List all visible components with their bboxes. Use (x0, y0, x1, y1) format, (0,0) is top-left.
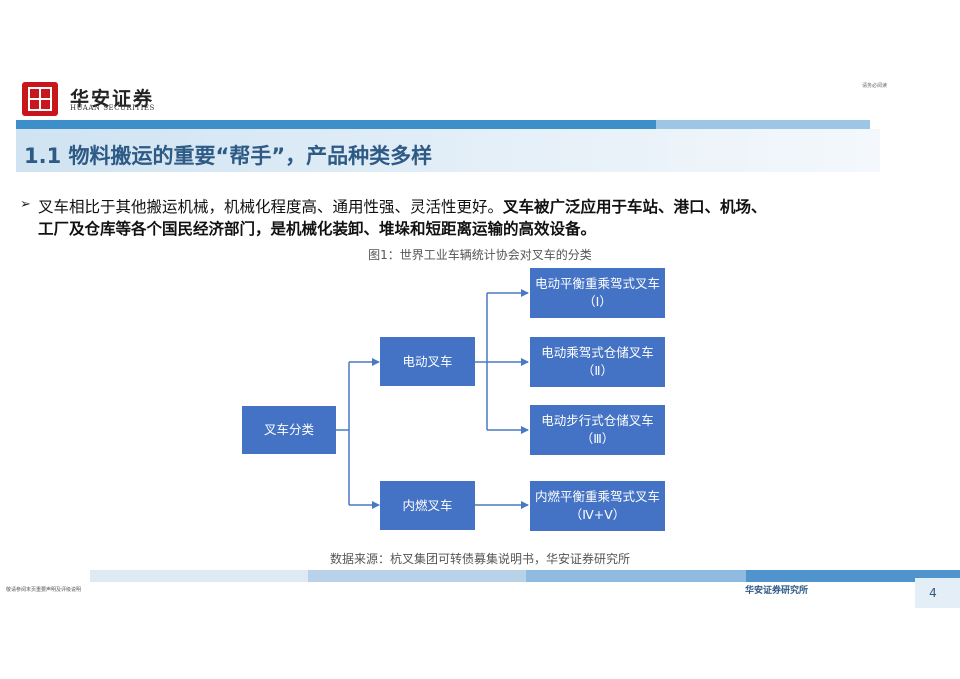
paragraph-line-2: 工厂及仓库等各个国民经济部门，是机械化装卸、堆垛和短距离运输的高效设备。 (38, 220, 597, 238)
footer-band-3 (526, 570, 746, 582)
node-class-4: 内燃平衡重乘驾式叉车 （Ⅳ+Ⅴ） (530, 481, 665, 531)
node-class-2-code: （Ⅱ） (581, 363, 614, 378)
paragraph-text-normal: 叉车相比于其他搬运机械，机械化程度高、通用性强、灵活性更好。 (38, 198, 504, 216)
title-accent-bar (16, 120, 656, 129)
node-ice-label: 内燃叉车 (402, 497, 453, 513)
title-band (16, 129, 880, 172)
page-number: 4 (929, 586, 937, 600)
node-class-1-code: （Ⅰ） (583, 294, 612, 309)
node-class-1-name: 电动平衡重乘驾式叉车 (534, 276, 660, 291)
node-ice: 内燃叉车 (380, 481, 475, 530)
bullet-arrow-icon: ➢ (20, 197, 31, 212)
title-accent-bar-light (656, 120, 870, 129)
node-electric-label: 电动叉车 (402, 353, 453, 369)
paragraph-line-1: 叉车相比于其他搬运机械，机械化程度高、通用性强、灵活性更好。叉车被广泛应用于车站… (38, 195, 767, 217)
figure-source: 数据来源：杭叉集团可转债募集说明书，华安证券研究所 (329, 552, 630, 566)
node-class-2-name: 电动乘驾式仓储叉车 (541, 345, 654, 360)
footer-institute: 华安证券研究所 (745, 586, 809, 596)
node-class-3-name: 电动步行式仓储叉车 (541, 413, 654, 428)
node-class-2: 电动乘驾式仓储叉车 （Ⅱ） (530, 337, 665, 387)
node-root-label: 叉车分类 (263, 422, 314, 437)
footer-disclaimer: 敬请参阅末页重要声明及评级说明 (6, 587, 82, 593)
brand-name-cn: 华安证券 (70, 88, 155, 110)
node-electric: 电动叉车 (380, 337, 475, 386)
page-number-box (915, 578, 960, 608)
footer-band-1 (90, 570, 308, 582)
node-class-1: 电动平衡重乘驾式叉车 （Ⅰ） (530, 268, 665, 318)
footer-band-2 (308, 570, 526, 582)
node-class-4-name: 内燃平衡重乘驾式叉车 (534, 489, 660, 504)
node-class-3-code: （Ⅲ） (580, 431, 615, 446)
node-class-4-code: （Ⅳ+Ⅴ） (569, 507, 626, 522)
seal-glyph-icon (28, 87, 52, 111)
node-root: 叉车分类 (242, 406, 336, 454)
brand-name-en: HUAAN SECURITIES (70, 104, 155, 112)
figure-caption: 图1：世界工业车辆统计协会对叉车的分类 (368, 248, 592, 262)
footer-band-4 (746, 570, 960, 582)
slide-title: 1.1 物料搬运的重要“帮手”，产品种类多样 (24, 144, 433, 168)
node-class-3: 电动步行式仓储叉车 （Ⅲ） (530, 405, 665, 455)
brand-logo-seal (22, 82, 58, 116)
header-note: 请务必阅读 (862, 83, 888, 89)
paragraph-text-bold: 叉车被广泛应用于车站、港口、机场、 (503, 198, 767, 216)
